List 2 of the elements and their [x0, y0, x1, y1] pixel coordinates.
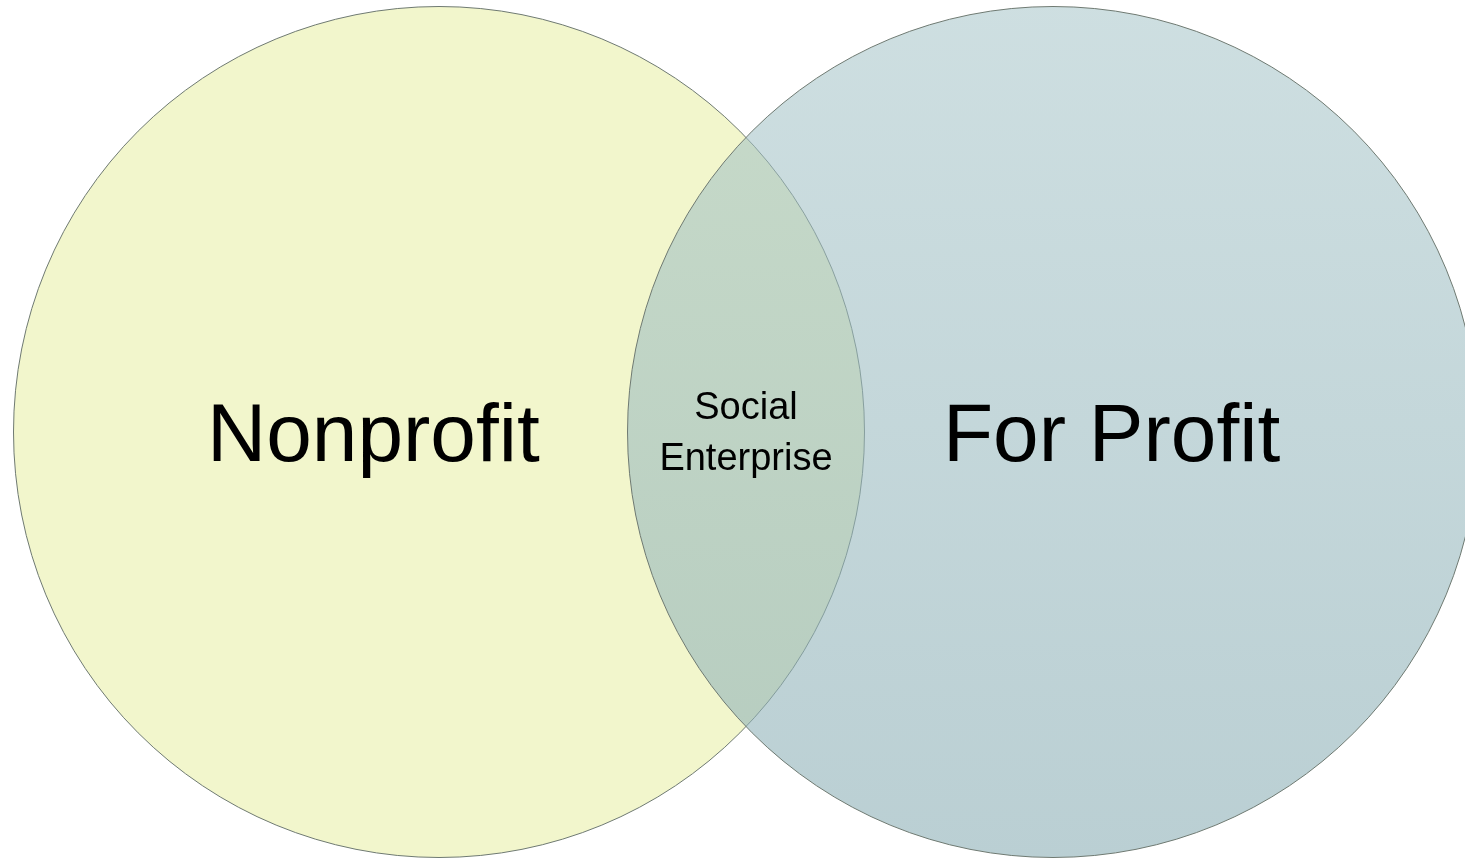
circle-label: For Profit	[943, 392, 1281, 474]
overlap-label: Social Enterprise	[658, 383, 834, 480]
